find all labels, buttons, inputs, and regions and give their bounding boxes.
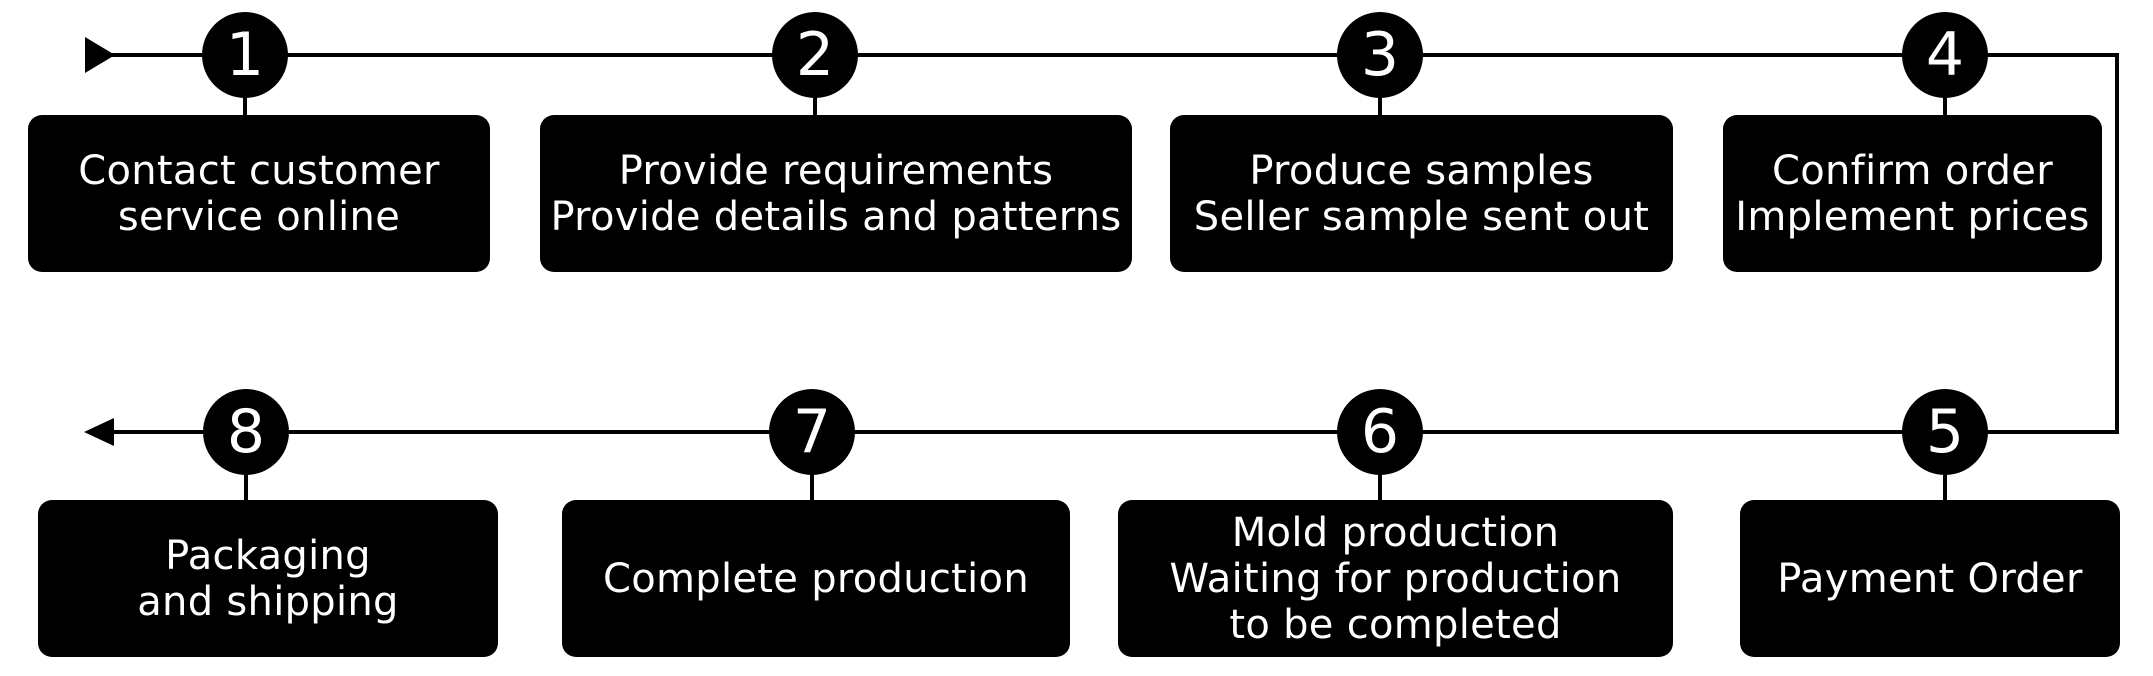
step-2-box: Provide requirements Provide details and… xyxy=(540,115,1132,272)
step-8-line-2: and shipping xyxy=(137,578,399,625)
step-3-box: Produce samples Seller sample sent out xyxy=(1170,115,1673,272)
step-6-line-3: to be completed xyxy=(1229,601,1562,648)
step-5-line-1: Payment Order xyxy=(1777,555,2083,602)
step-6-box: Mold production Waiting for production t… xyxy=(1118,500,1673,657)
step-3-line-1: Produce samples xyxy=(1249,147,1594,194)
step-8-line-1: Packaging xyxy=(165,532,371,579)
step-3-number-badge: 3 xyxy=(1337,12,1423,98)
step-8-box: Packaging and shipping xyxy=(38,500,498,657)
step-4-line-1: Confirm order xyxy=(1772,147,2053,194)
step-6-line-1: Mold production xyxy=(1231,509,1560,556)
end-arrow-icon xyxy=(84,418,114,446)
step-2-line-2: Provide details and patterns xyxy=(550,193,1122,240)
step-2-line-1: Provide requirements xyxy=(618,147,1054,194)
step-7-number-badge: 7 xyxy=(769,389,855,475)
step-1-line-1: Contact customer xyxy=(78,147,440,194)
start-arrow-icon xyxy=(85,37,115,73)
step-1-number-badge: 1 xyxy=(202,12,288,98)
step-8-number-badge: 8 xyxy=(203,389,289,475)
step-5-number-badge: 5 xyxy=(1902,389,1988,475)
step-2-number-badge: 2 xyxy=(772,12,858,98)
step-5-box: Payment Order xyxy=(1740,500,2120,657)
step-1-box: Contact customer service online xyxy=(28,115,490,272)
step-7-box: Complete production xyxy=(562,500,1070,657)
step-1-line-2: service online xyxy=(117,193,401,240)
step-3-line-2: Seller sample sent out xyxy=(1193,193,1650,240)
step-4-number-badge: 4 xyxy=(1902,12,1988,98)
step-4-line-2: Implement prices xyxy=(1735,193,2090,240)
step-6-number-badge: 6 xyxy=(1337,389,1423,475)
step-7-line-1: Complete production xyxy=(603,555,1029,602)
step-6-line-2: Waiting for production xyxy=(1169,555,1622,602)
step-4-box: Confirm order Implement prices xyxy=(1723,115,2102,272)
